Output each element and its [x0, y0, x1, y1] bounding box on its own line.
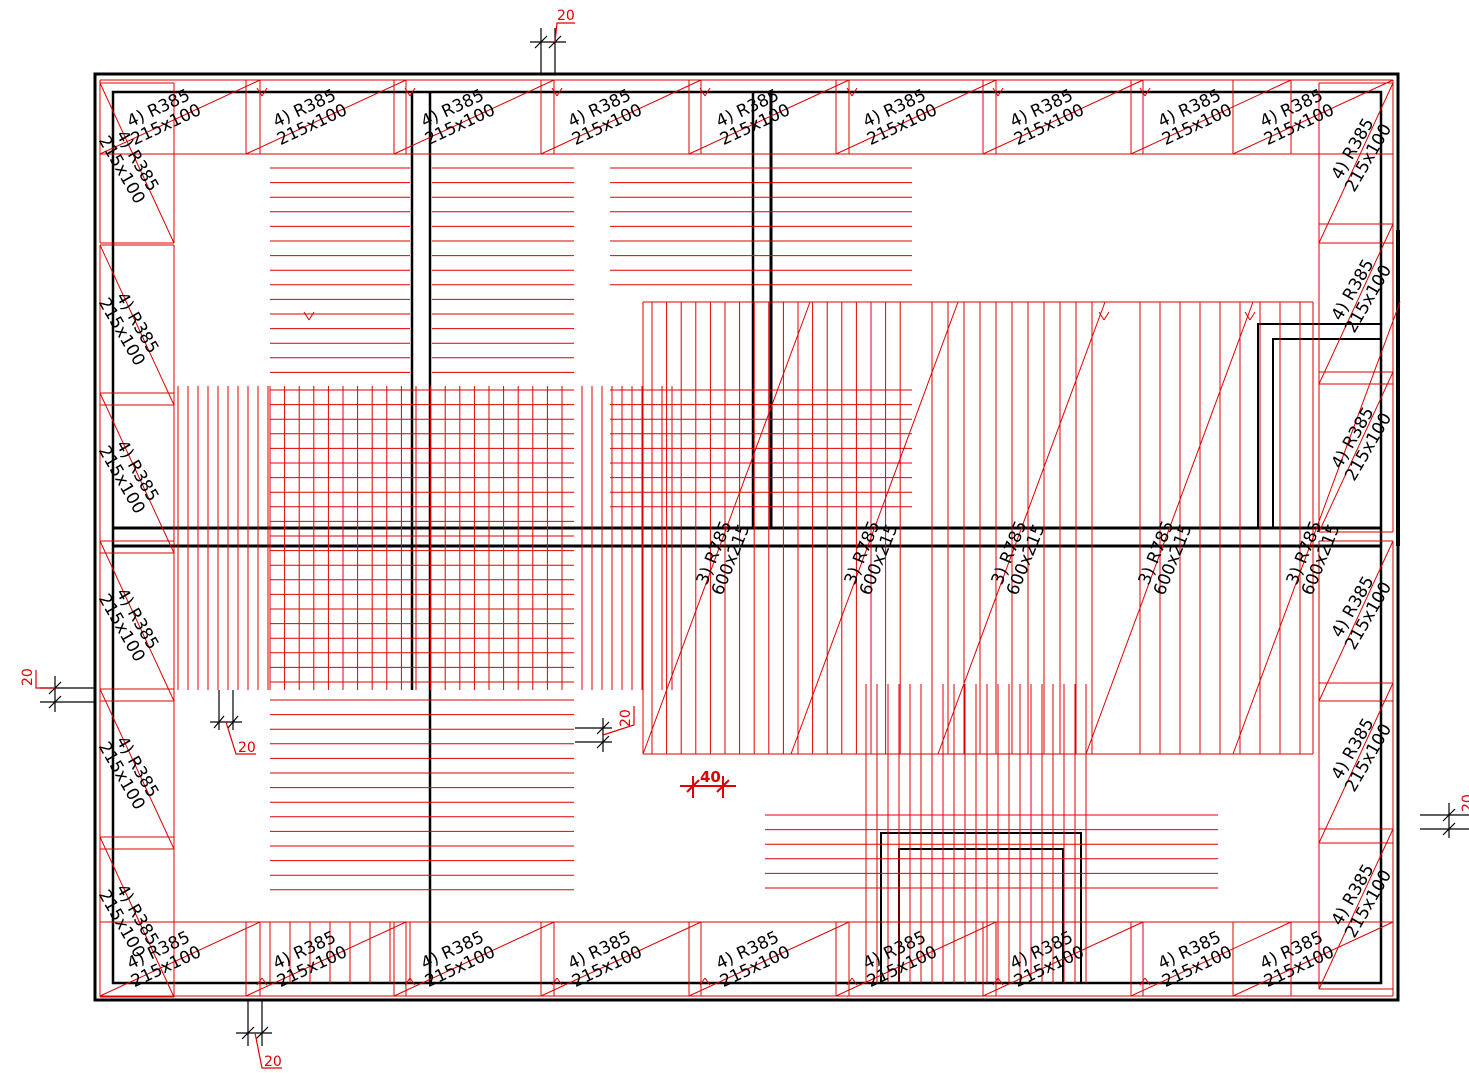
- rebar-line: [551, 977, 558, 986]
- rebar-line: [256, 87, 263, 97]
- rebar-line: [303, 311, 310, 321]
- rebar-line: [846, 87, 853, 97]
- rebar-line: [1144, 977, 1151, 986]
- rebar-line: [1103, 311, 1110, 321]
- rebar-line: [1318, 82, 1394, 244]
- rebar-line: [937, 301, 1106, 755]
- dim-overlap-label: 40: [700, 768, 721, 786]
- rebar-line: [1318, 540, 1394, 702]
- structural-outline: [93, 72, 1400, 1002]
- dim-top-label: 20: [557, 8, 575, 24]
- rebar-line: [1098, 311, 1105, 321]
- rebar-line: [1130, 79, 1292, 155]
- rebar-line: [404, 87, 411, 97]
- rebar-line: [688, 921, 850, 997]
- rebar-line: [1130, 921, 1292, 997]
- rebar-line: [1244, 311, 1251, 321]
- rebar-line: [846, 977, 853, 986]
- rebar-line: [245, 921, 407, 997]
- rebar-line: [99, 921, 261, 997]
- rebar-line: [851, 87, 858, 97]
- rebar-line: [245, 79, 407, 155]
- rebar-line: [393, 921, 555, 997]
- rebar-line: [409, 977, 416, 986]
- rebar-line: [992, 87, 999, 97]
- rebar-line: [556, 977, 563, 986]
- rebar-line: [688, 79, 850, 155]
- rebar-line: [1139, 87, 1146, 97]
- rebar-line: [99, 540, 175, 702]
- rebar-line: [261, 977, 268, 986]
- rebar-line: [99, 392, 175, 554]
- rebar-line: [1318, 682, 1394, 844]
- rebar-line: [99, 82, 175, 244]
- dim-bottom-label: 20: [264, 1054, 282, 1070]
- rebar-line: [835, 921, 997, 997]
- rebar-line: [982, 79, 1144, 155]
- rebar-line: [1144, 87, 1151, 97]
- rebar-line: [551, 87, 558, 97]
- rebar-line: [1318, 371, 1394, 533]
- rebar-line: [699, 87, 706, 97]
- rebar-line: [642, 301, 811, 755]
- rebar-line: [704, 977, 711, 986]
- rebar-line: [851, 977, 858, 986]
- dim-right-label: 20: [1460, 794, 1469, 812]
- rebar-line: [99, 244, 175, 406]
- rebar-line: [1085, 301, 1254, 755]
- dim-inner-right-label: 20: [618, 709, 634, 727]
- rebar-line: [99, 688, 175, 850]
- rebar-line: [409, 87, 416, 97]
- dimension-marks: [35, 22, 1469, 1069]
- rebar-line: [790, 301, 959, 755]
- rebar-line: [540, 79, 702, 155]
- rebar-line: [308, 311, 315, 321]
- rebar-line: [835, 79, 997, 155]
- rebar-line: [704, 87, 711, 97]
- rebar-line: [404, 977, 411, 986]
- rebar-line: [540, 921, 702, 997]
- reinforcement-bars: [99, 79, 1401, 998]
- rebar-line: [1232, 79, 1394, 155]
- rebar-line: [1318, 828, 1394, 990]
- rebar-line: [556, 87, 563, 97]
- rebar-line: [1318, 223, 1394, 385]
- rebar-line: [393, 79, 555, 155]
- rebar-line: [1232, 301, 1401, 755]
- rebar-line: [99, 836, 175, 998]
- rebar-line: [997, 977, 1004, 986]
- rebar-line: [1249, 311, 1256, 321]
- rebar-line: [699, 977, 706, 986]
- dim-inner-left-label: 20: [238, 740, 256, 756]
- dim-left-label: 20: [20, 668, 36, 686]
- rebar-line: [992, 977, 999, 986]
- rebar-line: [256, 977, 263, 986]
- rebar-line: [1232, 921, 1394, 997]
- rebar-line: [997, 87, 1004, 97]
- rebar-line: [982, 921, 1144, 997]
- rebar-line: [1139, 977, 1146, 986]
- rebar-line: [261, 87, 268, 97]
